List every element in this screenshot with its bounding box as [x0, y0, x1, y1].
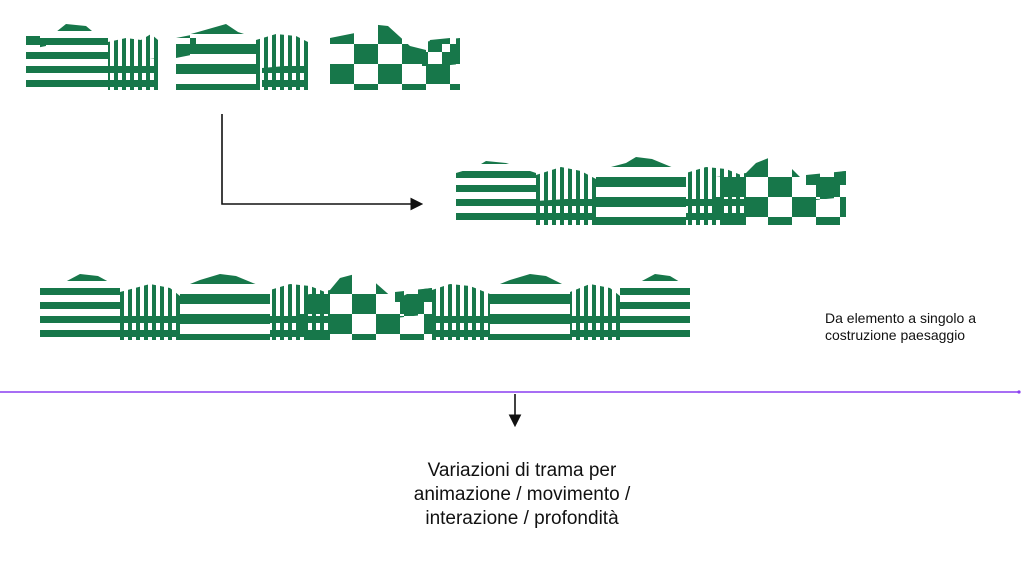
caption-main-line-3: interazione / profondità [425, 508, 619, 529]
pattern-tile-3 [330, 24, 460, 90]
caption-main-line-2: animazione / movimento / [413, 484, 631, 505]
caption-texture-variations: Variazioni di trama per animazione / mov… [362, 459, 682, 531]
landscape-composition-medium [456, 157, 846, 225]
elbow-arrow [221, 114, 424, 211]
landscape-composition-full [40, 274, 690, 340]
caption-side-line-2: costruzione paesaggio [825, 327, 966, 343]
caption-main-line-1: Variazioni di trama per [427, 460, 617, 481]
timeline-end-dot [1017, 390, 1021, 394]
pattern-tile-2 [176, 24, 308, 90]
caption-landscape-construction: Da elemento a singolo a costruzione paes… [825, 310, 1015, 344]
caption-side-line-1: Da elemento a singolo a [825, 310, 976, 326]
pattern-tile-1 [26, 24, 158, 90]
